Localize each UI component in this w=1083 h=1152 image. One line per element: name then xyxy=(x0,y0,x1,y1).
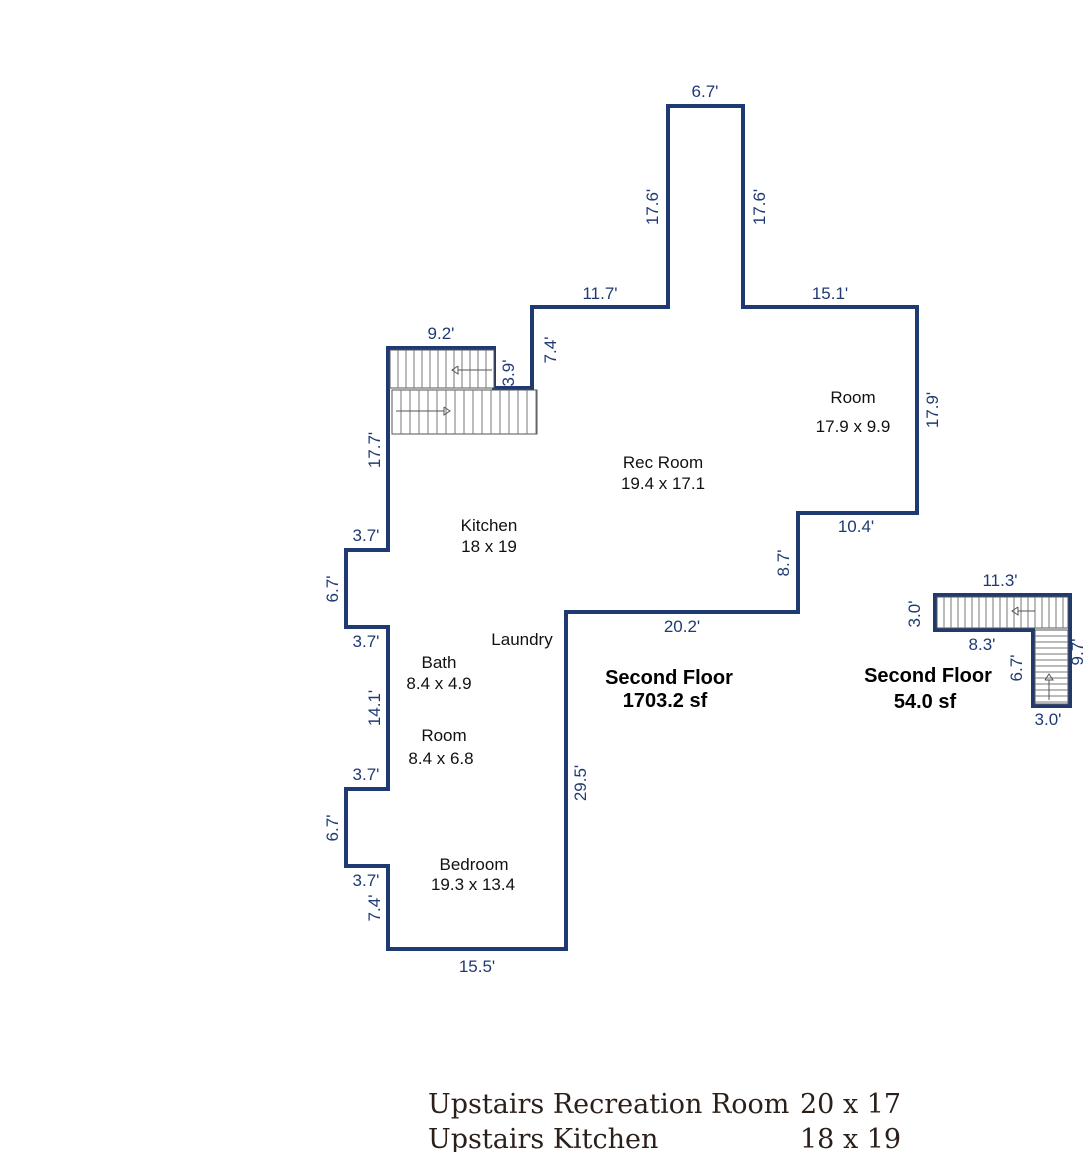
dim-right-wall-height: 17.9' xyxy=(923,392,942,428)
dim-notch-1-bottom: 3.7' xyxy=(353,632,380,651)
main-floor-outline xyxy=(344,104,919,951)
main-floor-title: Second Floor xyxy=(605,667,733,689)
dim-notch-2-bottom: 3.7' xyxy=(353,871,380,890)
legend-item-1-size: 20 x 17 xyxy=(800,1089,901,1120)
dim-stair-step-height: 3.9' xyxy=(499,360,518,387)
dim-tower-right-height: 17.6' xyxy=(750,189,769,225)
dim-upper-left-width: 11.7' xyxy=(582,284,617,303)
dim-right-step-width: 10.4' xyxy=(838,517,874,536)
bath-size: 8.4 x 4.9 xyxy=(406,674,471,693)
staircase-side xyxy=(936,596,1069,705)
dim-top-tower-width: 6.7' xyxy=(692,82,719,101)
legend-item-1-name: Upstairs Recreation Room xyxy=(428,1089,789,1120)
staircase-lower xyxy=(391,389,538,435)
dim-left-upper-height: 17.7' xyxy=(365,432,384,468)
dim-left-middle-height: 14.1' xyxy=(365,690,384,726)
bath-name: Bath xyxy=(422,653,457,672)
dim-stair2-bottom: 3.0' xyxy=(1035,710,1062,729)
dim-notch-1-height: 6.7' xyxy=(323,576,342,603)
laundry-name: Laundry xyxy=(491,630,553,649)
legend-item-2-size: 18 x 19 xyxy=(800,1124,901,1152)
stair-floor-area: 54.0 sf xyxy=(894,691,957,713)
dim-right-step-height: 8.7' xyxy=(774,550,793,577)
room-lower-size: 8.4 x 6.8 xyxy=(408,749,473,768)
dim-stair2-left: 3.0' xyxy=(905,601,924,628)
dim-stair-top-width: 9.2' xyxy=(428,324,455,343)
rec-room-name: Rec Room xyxy=(623,453,703,472)
dim-stair2-right: 9.7' xyxy=(1068,639,1083,666)
dim-upper-right-width: 15.1' xyxy=(812,284,848,303)
kitchen-name: Kitchen xyxy=(461,516,518,535)
dim-middle-bottom-width: 20.2' xyxy=(664,617,700,636)
dim-stair2-inner-height: 6.7' xyxy=(1007,655,1026,682)
dim-notch-2-height: 6.7' xyxy=(323,815,342,842)
dim-notch-1-top: 3.7' xyxy=(353,526,380,545)
stair-area-outline xyxy=(933,593,1072,708)
staircase-upper xyxy=(389,349,495,389)
dim-right-lower-height: 29.5' xyxy=(571,765,590,801)
dim-stair2-inner: 8.3' xyxy=(969,635,996,654)
dim-bottom-width: 15.5' xyxy=(459,957,495,976)
room-upper-size: 17.9 x 9.9 xyxy=(816,417,891,436)
stair-floor-title: Second Floor xyxy=(864,665,992,687)
rec-room-size: 19.4 x 17.1 xyxy=(621,474,705,493)
dim-notch-2-top: 3.7' xyxy=(353,765,380,784)
room-upper-name: Room xyxy=(830,388,875,407)
dim-tower-left-height: 17.6' xyxy=(643,189,662,225)
room-lower-name: Room xyxy=(421,726,466,745)
legend-item-2-name: Upstairs Kitchen xyxy=(428,1124,658,1152)
main-floor-area: 1703.2 sf xyxy=(623,690,708,712)
dim-left-lower-height: 7.4' xyxy=(365,895,384,922)
dim-rec-left-height: 7.4' xyxy=(541,337,560,364)
kitchen-size: 18 x 19 xyxy=(461,537,517,556)
bedroom-name: Bedroom xyxy=(440,855,509,874)
dim-stair2-top: 11.3' xyxy=(982,571,1017,590)
bedroom-size: 19.3 x 13.4 xyxy=(431,875,515,894)
